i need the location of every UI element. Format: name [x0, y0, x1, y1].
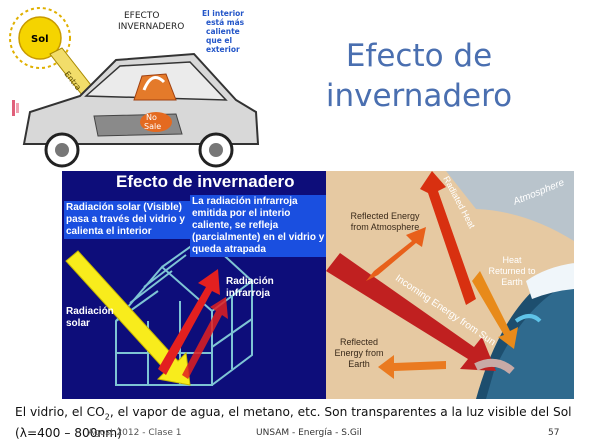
footer-date: Agost 2012 - Clase 1 [88, 428, 182, 438]
body-part1: El vidrio, el CO [15, 405, 105, 419]
slide-number: 57 [548, 428, 560, 438]
car-header-line2: INVERNADERO [118, 22, 184, 32]
interior-note-2: está más [206, 18, 245, 27]
atmosphere-panel: Atmosphere Reflected Energy from Atmosph… [326, 171, 574, 399]
greenhouse-drawing [65, 236, 253, 386]
co2-subscript: 2 [104, 412, 110, 422]
interior-note-3: caliente [206, 27, 240, 36]
slide-title: Efecto de invernadero [296, 36, 542, 116]
heat-returned-arrow [472, 271, 518, 349]
no-sale-line1: No [146, 113, 157, 122]
solar-radiation-label: Radiación solar [66, 306, 114, 329]
car-header-line1: EFECTO [124, 11, 159, 21]
interior-note-5: exterior [206, 45, 240, 54]
title-line2: invernadero [325, 78, 513, 114]
title-line1: Efecto de [345, 38, 493, 74]
ir-arrow-2 [182, 297, 228, 379]
greenhouse-panel: Efecto de invernadero Radiación solar (V… [62, 171, 326, 399]
body-text: El vidrio, el CO2, el vapor de agua, el … [15, 404, 585, 441]
sun-icon [18, 16, 62, 60]
side-mark [12, 100, 19, 116]
no-sale-line2: Sale [144, 122, 161, 131]
heat-returned-label: Heat Returned to Earth [488, 255, 536, 287]
reflected-atmosphere-label: Reflected Energy from Atmosphere [350, 211, 420, 232]
radiated-heat-arrow [420, 171, 476, 305]
atmosphere-drawing [326, 171, 574, 399]
ir-arrow-1 [158, 269, 220, 375]
greenhouse-panel-title: Efecto de invernadero [116, 172, 295, 191]
incoming-energy-arrow [326, 253, 496, 371]
interior-note-4: que el [206, 36, 232, 45]
body-part2: , el vapor de agua, el metano, etc. Son … [15, 405, 572, 441]
car-greenhouse-illustration: Sol Entra EFECTO INVERNADERO El interior… [9, 7, 260, 168]
reflected-atm-arrow [366, 227, 426, 281]
sun-label: Sol [31, 34, 49, 45]
footer-course: UNSAM - Energía - S.Gil [256, 428, 362, 438]
infrared-radiation-label: Radiación infrarroja [226, 276, 274, 299]
interior-note-1: El interior [202, 9, 244, 18]
reflected-earth-label: Reflected Energy from Earth [334, 337, 384, 369]
ir-emitted-label: La radiación infrarroja emitida por el i… [190, 195, 326, 257]
reflected-earth-arrow [378, 355, 446, 379]
solar-visible-label: Radiación solar (Visible) pasa a través … [64, 201, 192, 239]
